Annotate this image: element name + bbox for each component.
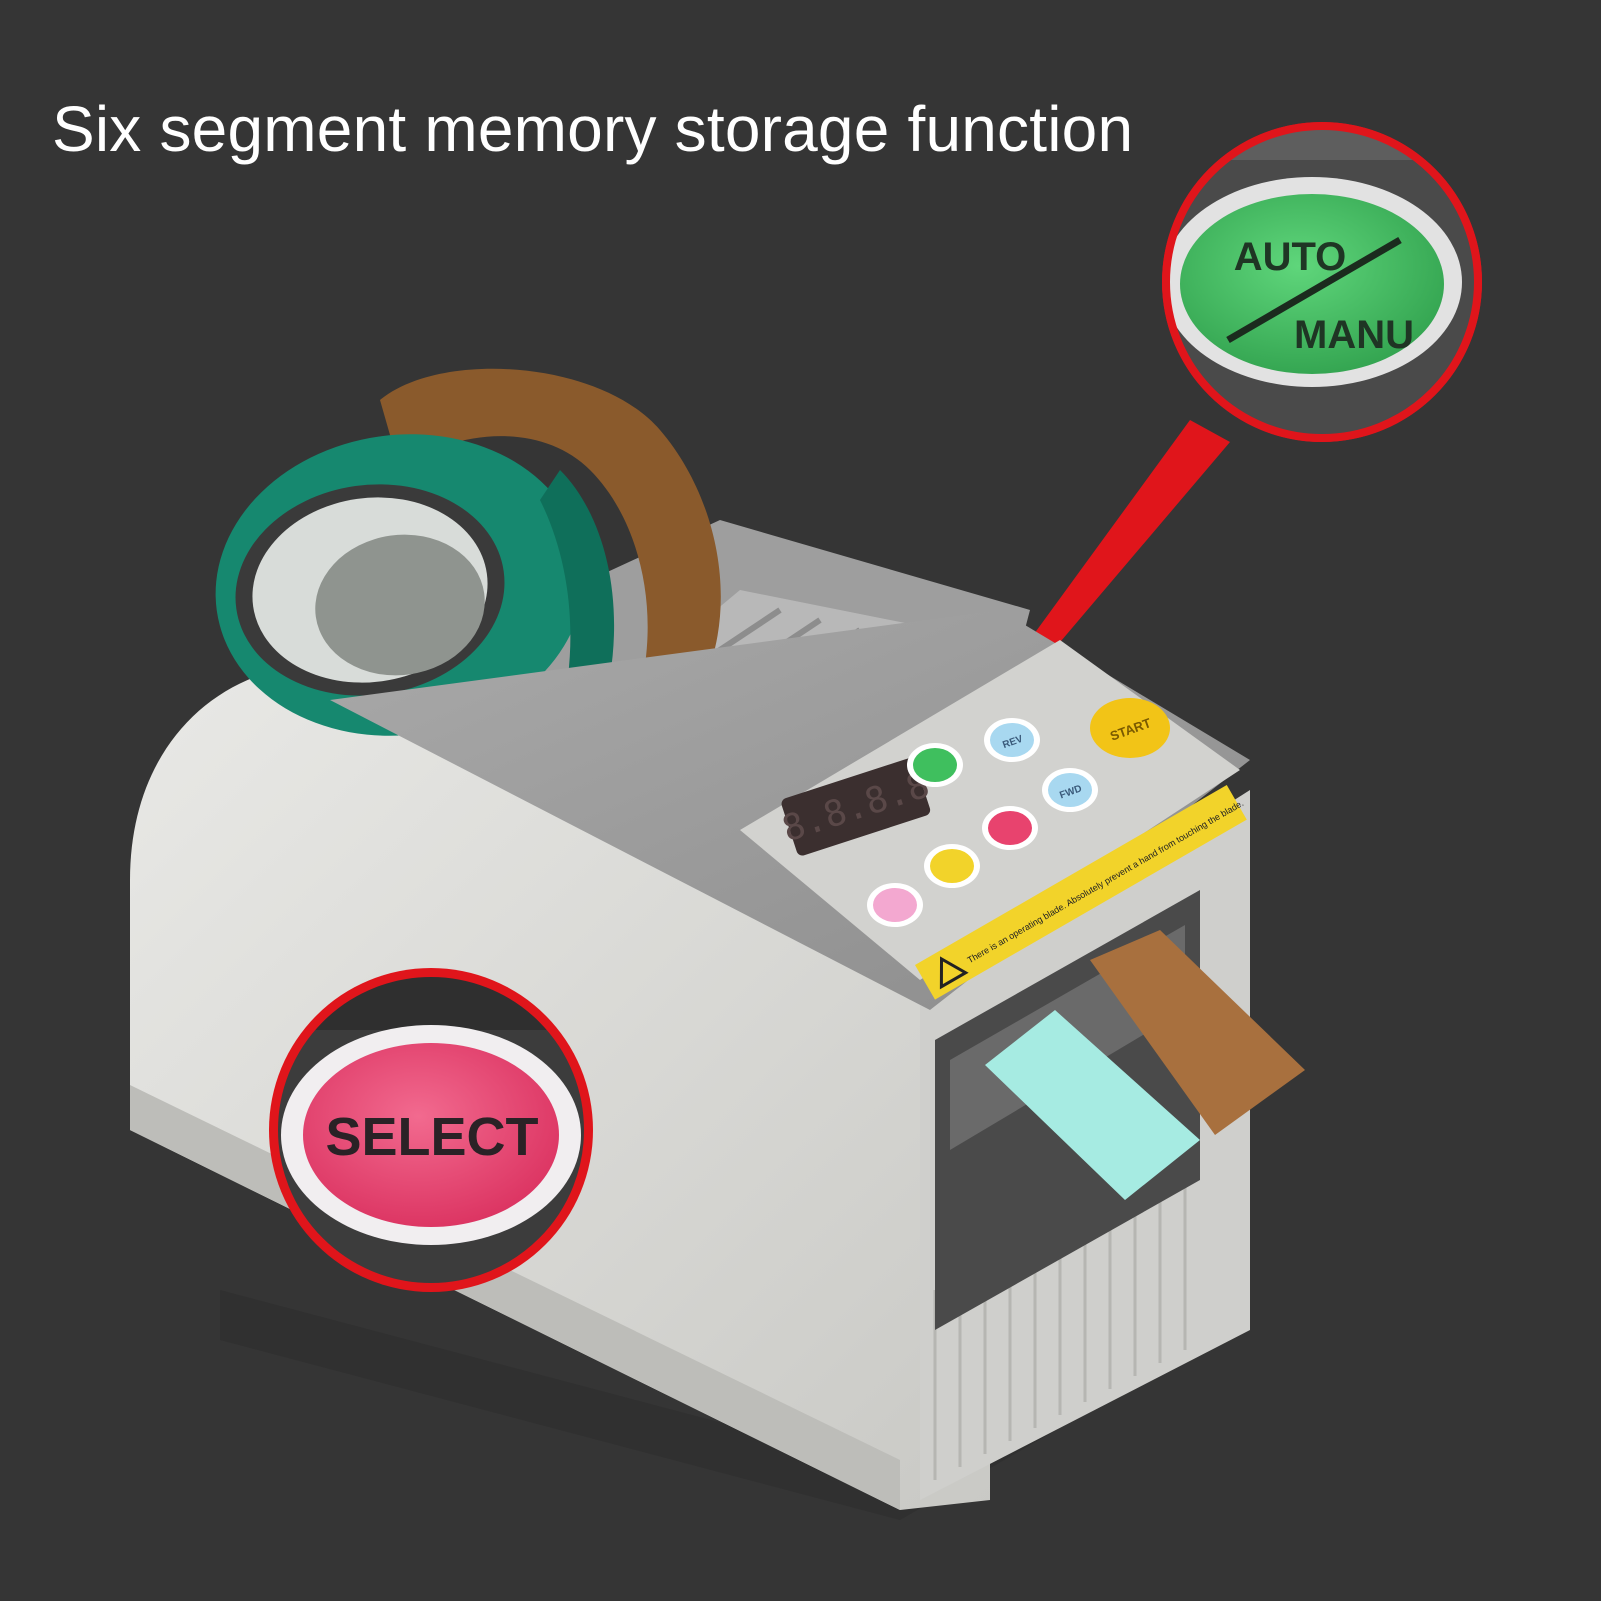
green-tape-roll	[215, 434, 615, 736]
panel-start-button[interactable]: START	[1090, 698, 1170, 758]
headline: Six segment memory storage function	[52, 93, 1134, 165]
auto-manu-slash-icon	[1226, 236, 1402, 344]
warning-icon	[939, 956, 969, 990]
panel-auto-manu-button[interactable]	[907, 743, 963, 787]
panel-yellow-button[interactable]	[924, 844, 980, 888]
callout-auto-manu: AUTO MANU	[1162, 122, 1482, 442]
dispensed-green-tape	[985, 1010, 1200, 1200]
svg-text:MANU: MANU	[1294, 313, 1414, 357]
panel-select-button[interactable]	[982, 806, 1038, 850]
svg-text:AUTO: AUTO	[1234, 235, 1347, 279]
panel-rev-button[interactable]: REV	[984, 718, 1040, 762]
panel-pink-button[interactable]	[867, 883, 923, 927]
dispensed-brown-tape	[1090, 930, 1305, 1135]
svg-text:SELECT: SELECT	[325, 1107, 538, 1167]
callout-select: SELECT	[269, 968, 593, 1292]
panel-fwd-button[interactable]: FWD	[1042, 768, 1098, 812]
